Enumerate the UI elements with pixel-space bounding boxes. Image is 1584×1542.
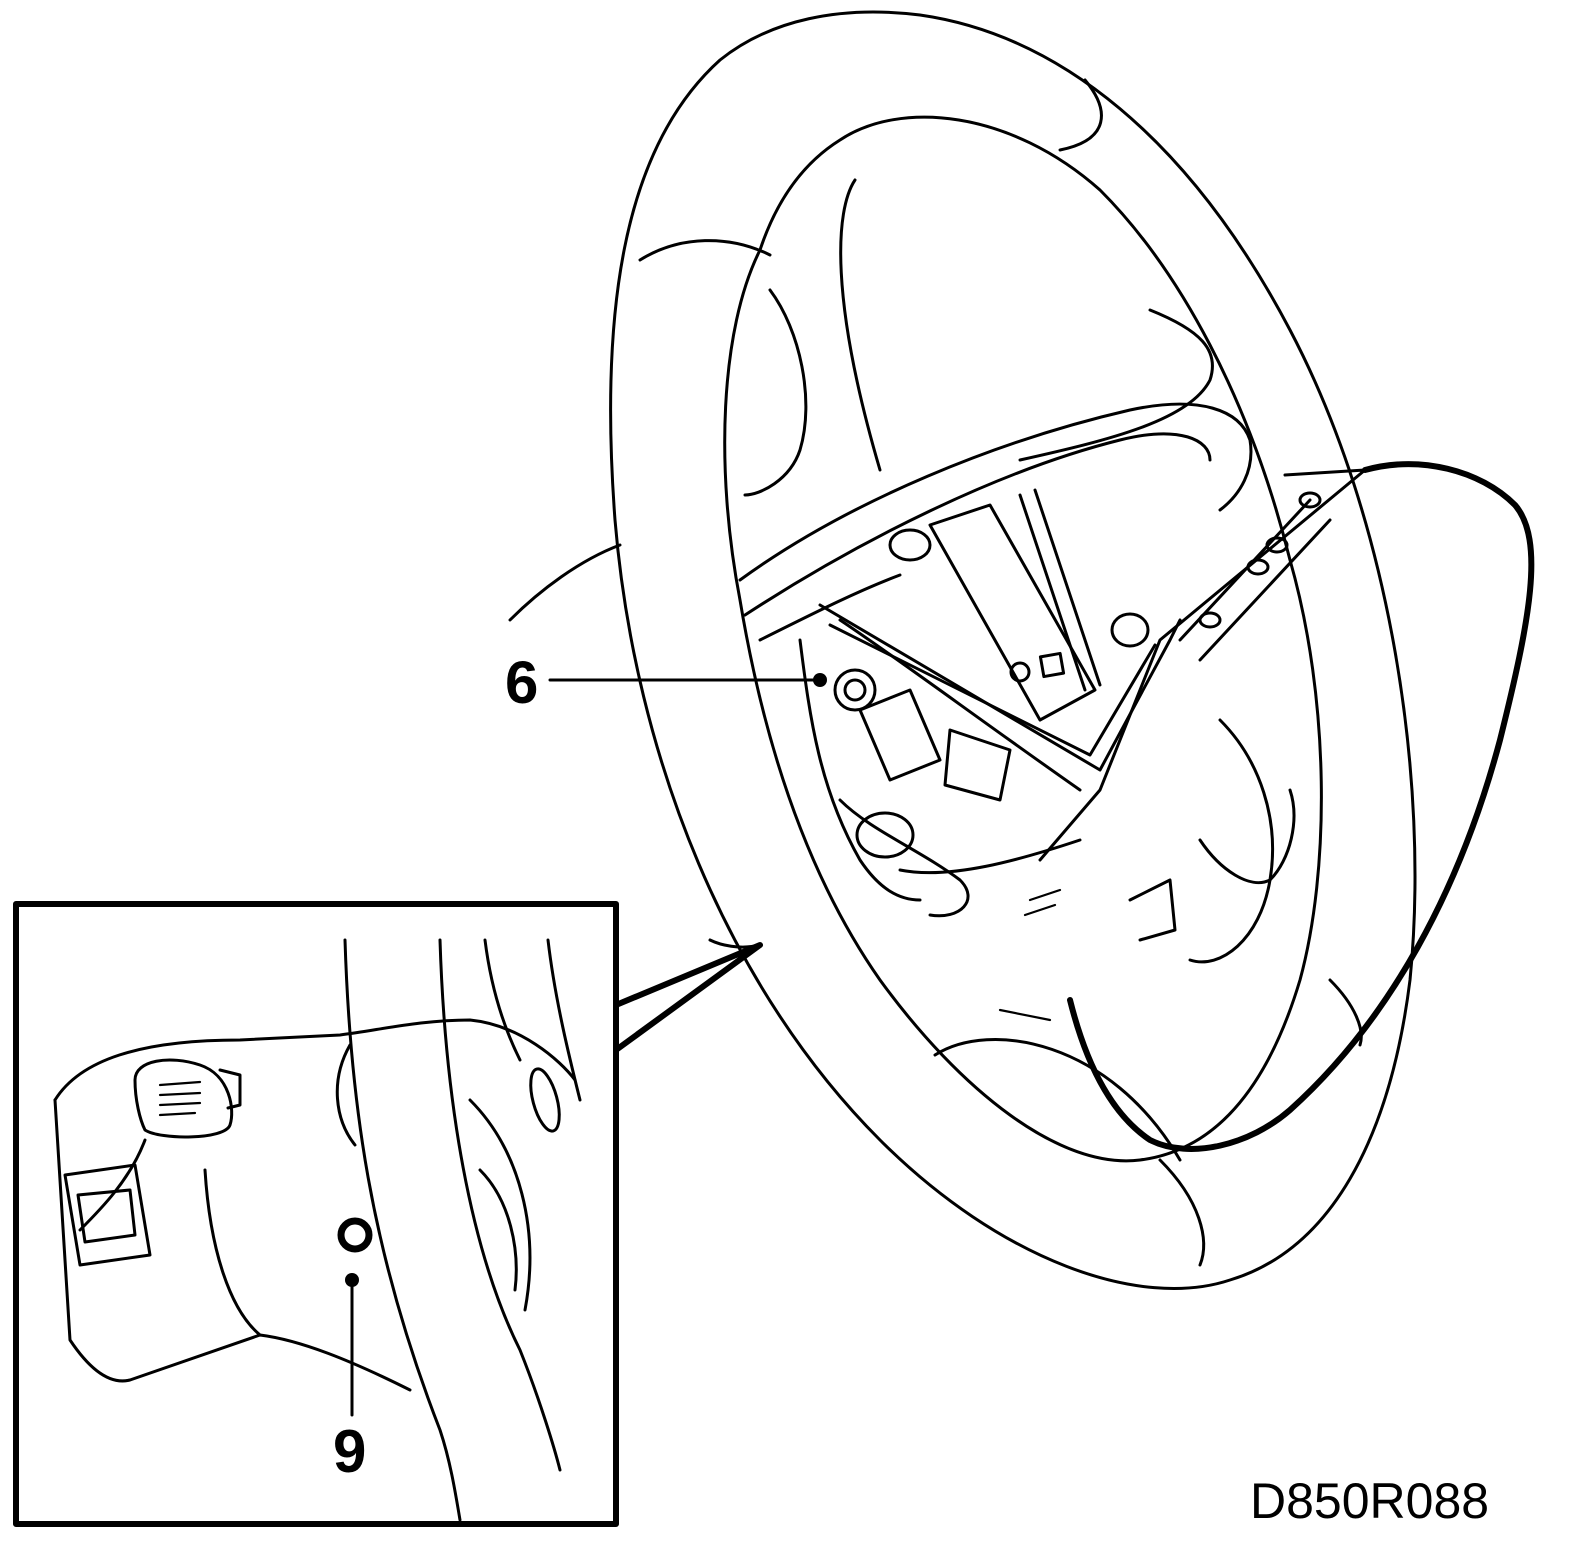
callout-6-label: 6 [505, 649, 538, 716]
inset-clip-inner [76, 1188, 137, 1244]
rim-seam-top [1058, 78, 1103, 152]
rim-seam-bottom [933, 1038, 1182, 1162]
hub-bolt-6 [833, 668, 877, 712]
inset-disk-3 [478, 1168, 518, 1292]
hub-bar-top [738, 402, 1253, 582]
upper-spoke-right [1018, 308, 1214, 462]
inset-connector [133, 1058, 234, 1139]
hub-bar-inner [743, 432, 1212, 617]
inset-screw-9 [337, 1217, 373, 1253]
inset-disk [335, 1043, 357, 1147]
hub-rod [1018, 488, 1102, 692]
upper-spoke-edge [743, 288, 808, 497]
airbag-slot-2 [1265, 536, 1289, 554]
inset-shaft-right [438, 938, 562, 1472]
inset-shaft-line-3 [483, 938, 522, 1062]
upper-spoke [839, 178, 882, 472]
hub-pin-right [1110, 612, 1150, 648]
airbag-slot-3 [1246, 558, 1270, 576]
steering-wheel: 6 [505, 10, 1535, 1291]
hub-bracket-inner [828, 623, 1157, 757]
inset-disk-2 [468, 1098, 532, 1312]
column-arc [508, 543, 622, 622]
inset-housing [53, 1018, 577, 1102]
hub-left-wall [798, 638, 922, 902]
callout-6-dot [813, 673, 827, 687]
airbag-slot-1 [1298, 491, 1322, 509]
hub-connector [858, 688, 942, 782]
hub-lower-arc [898, 838, 1082, 875]
plate-round-hole [1009, 661, 1031, 683]
hub-connector-2 [943, 728, 1012, 802]
detail-inset: 9 [13, 901, 763, 1527]
inset-housing-body [53, 1098, 412, 1392]
inset-connector-ridges [158, 1080, 202, 1117]
airbag-module-cover [1067, 461, 1535, 1152]
airbag-module-side [1038, 468, 1367, 862]
inset-wire [78, 1138, 147, 1232]
airbag-clip [1128, 878, 1177, 942]
hub-lower-boss [855, 811, 915, 859]
inset-slot [529, 1067, 561, 1133]
airbag-slot-4 [1198, 611, 1222, 629]
inset-frame [13, 901, 619, 1527]
inset-shaft-line-4 [546, 938, 582, 1102]
wheel-rim-outer [609, 10, 1417, 1291]
hub-bar-lower [758, 573, 902, 642]
inset-clip [63, 1163, 152, 1267]
airbag-base [1188, 718, 1274, 964]
wheel-rim-inner [723, 115, 1323, 1163]
hub-lower-ring [838, 798, 970, 918]
inset-housing-lower [203, 1168, 262, 1337]
inset-connector-latch [218, 1068, 242, 1110]
rim-seam-left [638, 239, 772, 262]
inset-shaft-left [343, 938, 462, 1522]
figure-reference-code: D850R088 [1250, 1473, 1489, 1529]
rim-seam-bottom-2 [1158, 1158, 1206, 1267]
hub-small-lines [998, 888, 1062, 1022]
hub-plate [928, 503, 1097, 722]
plate-square-hole [1038, 651, 1066, 679]
hub-bolt-6-inner [843, 678, 867, 702]
rim-seam-right [1328, 978, 1363, 1047]
airbag-wire [1198, 788, 1296, 885]
callout-9-label: 9 [333, 1418, 366, 1485]
hub-pin-top [888, 528, 932, 562]
inset-pointer [613, 942, 763, 1053]
hub-wire [838, 618, 1082, 792]
